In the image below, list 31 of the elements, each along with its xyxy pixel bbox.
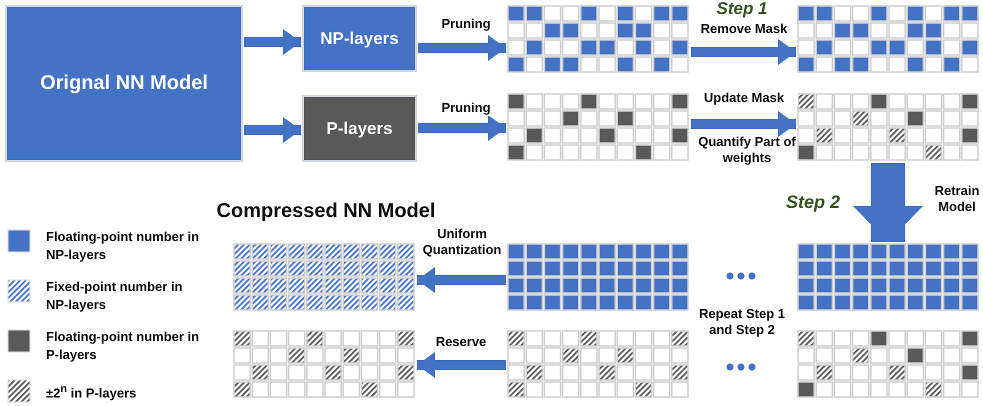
weight-matrix-drawing (233, 330, 416, 399)
weight-matrix-drawing (507, 243, 690, 312)
layer-box: Orignal NN Model (5, 5, 243, 162)
block-arrow (691, 111, 796, 137)
block-arrow (853, 163, 923, 242)
layer-box: P-layers (302, 95, 417, 162)
weight-matrix-drawing (233, 243, 416, 312)
weight-matrix-drawing (797, 93, 980, 162)
weight-matrix-drawing (507, 93, 690, 162)
block-arrow (417, 267, 506, 293)
block-arrow (691, 39, 796, 65)
weight-matrix-drawing (797, 243, 980, 312)
weight-matrix-drawing (507, 5, 690, 74)
weight-matrix-drawing (507, 330, 690, 399)
block-arrow (418, 35, 506, 61)
step-label: Step 2 (784, 191, 842, 214)
note-text: Repeat Step 1 and Step 2 (698, 306, 786, 338)
block-arrow (418, 115, 506, 141)
legend-text: Floating-point number in P-layers (46, 328, 200, 364)
weight-matrix-drawing (797, 330, 980, 399)
block-arrow (244, 117, 301, 143)
diagram-title: Compressed NN Model (216, 200, 436, 223)
layer-box: NP-layers (302, 5, 417, 72)
legend-text: Floating-point number in NP-layers (46, 228, 200, 264)
legend-text: Fixed-point number in NP-layers (46, 278, 184, 314)
legend-text: ±2$^{n}$ in P-layers (46, 382, 138, 402)
weight-matrix-drawing (797, 5, 980, 74)
step-label: Step 1 (715, 0, 769, 20)
note-text: Quantify Part of weights (697, 134, 797, 166)
block-arrow (244, 29, 301, 55)
block-arrow (417, 352, 506, 378)
